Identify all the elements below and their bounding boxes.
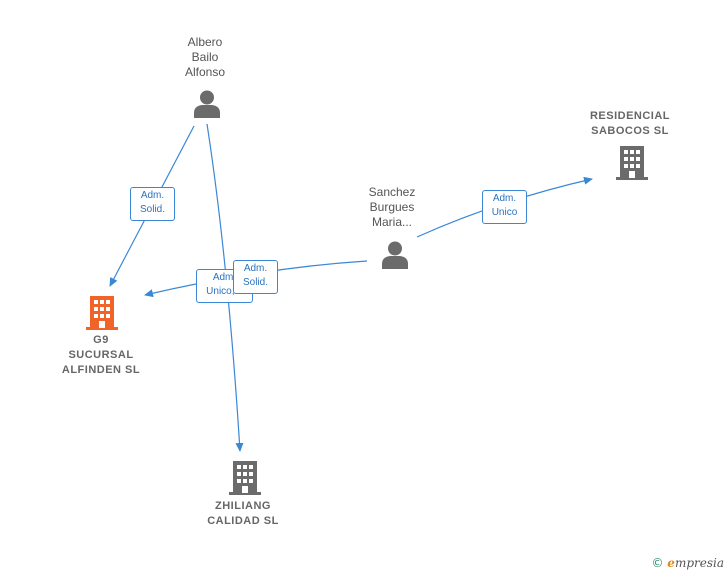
building-icon[interactable] bbox=[228, 459, 262, 495]
building-icon[interactable] bbox=[85, 294, 119, 330]
node-label-g9: G9 SUCURSAL ALFINDEN SL bbox=[61, 334, 141, 376]
copyright-icon: © bbox=[651, 556, 664, 570]
edge-label-albero-g9[interactable]: Adm. Solid. bbox=[130, 187, 175, 221]
node-label-zhiliang: ZHILIANG CALIDAD SL bbox=[207, 500, 279, 527]
edge-label-sanchez-residencial[interactable]: Adm. Unico bbox=[482, 190, 527, 224]
building-icon[interactable] bbox=[615, 144, 649, 180]
person-icon[interactable] bbox=[192, 89, 222, 118]
node-label-residencial: RESIDENCIAL SABOCOS SL bbox=[589, 110, 671, 137]
brand-initial: e bbox=[667, 556, 675, 570]
brand-name: mpresia bbox=[674, 556, 724, 570]
person-icon[interactable] bbox=[380, 240, 410, 269]
node-label-albero: Albero Bailo Alfonso bbox=[184, 35, 226, 79]
node-label-sanchez: Sanchez Burgues Maria... bbox=[368, 185, 416, 229]
brand-credit: © empresia bbox=[651, 556, 724, 570]
edge-label-sanchez-g9[interactable]: Adm. Solid. bbox=[233, 260, 278, 294]
